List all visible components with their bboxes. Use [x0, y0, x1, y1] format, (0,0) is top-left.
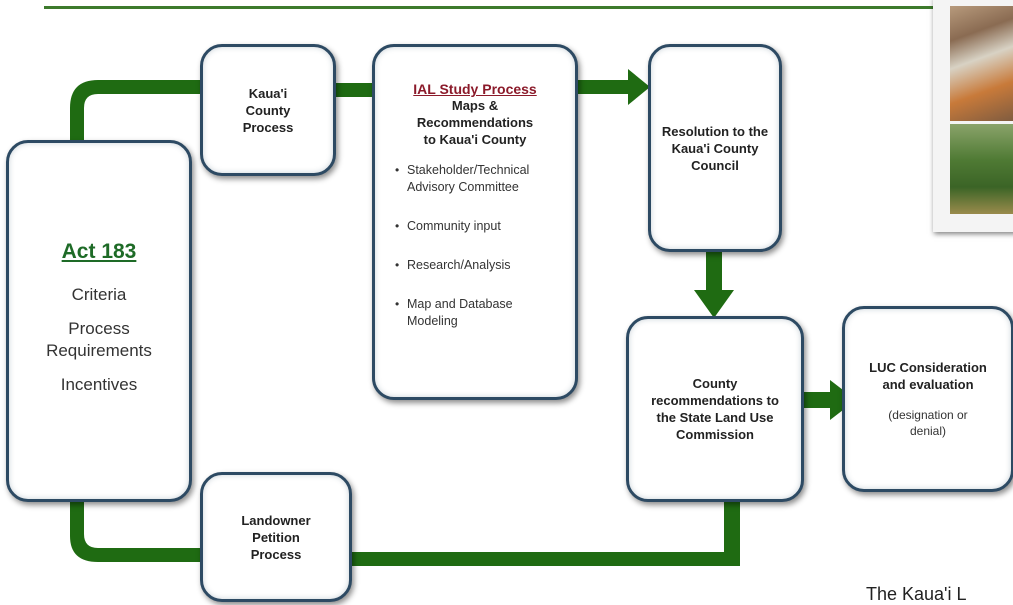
landowner-petition-box: Landowner Petition Process — [200, 472, 352, 602]
arrow-landowner-to-countyrec — [352, 478, 756, 566]
ial-bullet-stakeholder: Stakeholder/Technical Advisory Committee — [395, 162, 555, 196]
county-process-box: Kaua'i County Process — [200, 44, 336, 176]
ial-bullet-research: Research/Analysis — [395, 257, 555, 274]
taro-field-photo — [950, 124, 1013, 214]
county-process-label: Kaua'i County Process — [242, 85, 294, 135]
ial-study-box: IAL Study Process Maps & Recommendations… — [372, 44, 578, 400]
luc-note: (designation or denial) — [888, 408, 968, 438]
landowner-petition-label: Landowner Petition Process — [241, 512, 311, 562]
arrow-act-to-landowner — [70, 500, 222, 576]
county-recommendations-box: County recommendations to the State Land… — [626, 316, 804, 502]
act-incentives: Incentives — [60, 375, 138, 394]
slide-caption: The Kaua'i L — [866, 584, 967, 604]
top-divider-line — [44, 6, 934, 9]
luc-title: LUC Consideration and evaluation — [869, 360, 987, 392]
ial-bullet-list: Stakeholder/Technical Advisory Committee… — [395, 162, 555, 352]
act-process-requirements: Process Requirements — [46, 319, 152, 360]
resolution-label: Resolution to the Kaua'i County Council — [661, 123, 769, 173]
ial-bullet-community: Community input — [395, 218, 555, 235]
meeting-photo — [950, 6, 1013, 121]
ial-bullet-modeling: Map and Database Modeling — [395, 296, 555, 330]
arrow-act-to-county — [70, 66, 222, 140]
act-183-box: Act 183 Criteria Process Requirements In… — [6, 140, 192, 502]
ial-title: IAL Study Process — [413, 81, 537, 97]
resolution-box: Resolution to the Kaua'i County Council — [648, 44, 782, 252]
act-criteria: Criteria — [71, 285, 127, 304]
arrow-resolution-to-countyrec — [694, 250, 734, 318]
county-recommendations-label: County recommendations to the State Land… — [651, 376, 779, 442]
act-title: Act 183 — [61, 240, 137, 263]
arrow-ial-to-resolution — [578, 69, 650, 105]
luc-box: LUC Consideration and evaluation (design… — [842, 306, 1013, 492]
ial-subtitle: Maps & Recommendations to Kaua'i County — [416, 98, 534, 147]
